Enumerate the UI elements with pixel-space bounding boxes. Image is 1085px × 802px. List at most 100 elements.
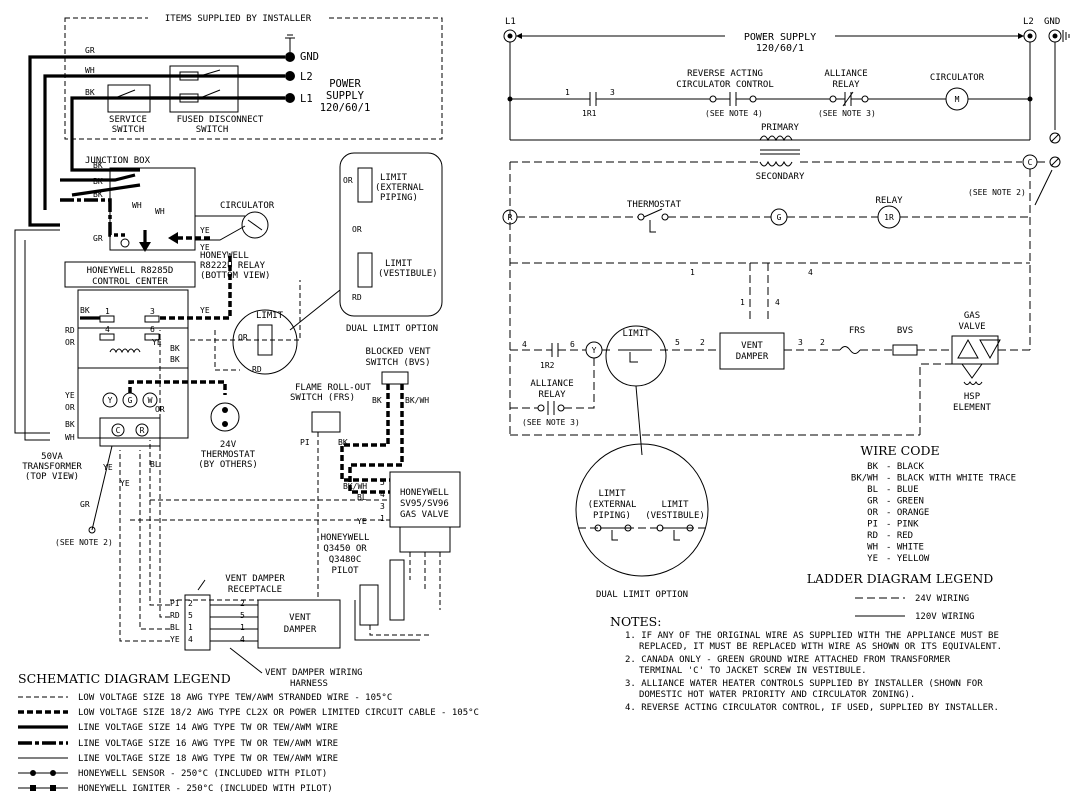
rung-pin-3: 3 (610, 88, 615, 97)
wire-code-name-6: - RED (886, 531, 913, 541)
power-label-3: 120/60/1 (320, 102, 371, 114)
ladder-ves-limit-1: LIMIT (661, 500, 689, 510)
wire-code-5: PI (867, 520, 878, 530)
junction-box-label: JUNCTION BOX (85, 156, 151, 166)
vd-pin-1: 1 (188, 623, 193, 632)
relay-pin-3: 3 (150, 307, 155, 316)
sv95-gas-valve: HONEYWELL SV95/SV96 GAS VALVE 5 4 3 1 BK… (343, 471, 461, 610)
gv-pin-1: 1 (380, 514, 385, 523)
motor-m-label: M (955, 95, 960, 104)
frs-label-2: SWITCH (FRS) (290, 393, 355, 403)
wire-code-0: BK (867, 462, 878, 472)
wire-label-bk-7: BK (170, 355, 180, 364)
relay-pin-4: 4 (105, 325, 110, 334)
power-label-1: POWER (329, 78, 361, 90)
wire-label-or-4: OR (238, 333, 248, 342)
ladder-r-terminal: R (508, 213, 513, 222)
vd-pin-5b: 5 (240, 611, 245, 620)
vent-pin-1-side: 1 (740, 298, 745, 307)
control-center-label-1: HONEYWELL R8285D (87, 266, 174, 276)
ladder-legend-120v: 120V WIRING (915, 612, 975, 622)
ladder-dual-limit-label: DUAL LIMIT OPTION (596, 590, 688, 600)
see-note-2-right: (SEE NOTE 2) (968, 188, 1026, 197)
legend-item-3: LINE VOLTAGE SIZE 14 AWG TYPE TW OR TEW/… (78, 723, 338, 733)
relay-pin-1: 1 (105, 307, 110, 316)
gnd-terminal (285, 52, 295, 62)
ladder-gnd-label: GND (1044, 17, 1060, 27)
ves-limit-label-2: (VESTIBULE) (378, 269, 438, 279)
junction-box: JUNCTION BOX (85, 156, 246, 252)
reverse-acting-label-2: CIRCULATOR CONTROL (676, 80, 774, 90)
service-switch-label-2: SWITCH (112, 125, 145, 135)
legend-item-4: LINE VOLTAGE SIZE 16 AWG TYPE TW OR TEW/… (78, 739, 338, 749)
ladder-alliance-label-1: ALLIANCE (530, 379, 573, 389)
thermostat: 24V THERMOSTAT (BY OTHERS) (198, 402, 258, 470)
schematic-legend-title: SCHEMATIC DIAGRAM LEGEND (18, 671, 231, 686)
control-center-label-2: CONTROL CENTER (92, 277, 168, 287)
dual-limit-option-box: LIMIT (EXTERNAL PIPING) OR OR LIMIT (VES… (289, 152, 443, 334)
wire-label-rd-3: RD (352, 293, 362, 302)
ladder-circulator-label: CIRCULATOR (930, 73, 985, 83)
pilot-label-3: Q3480C (329, 555, 362, 565)
transformer-body (99, 417, 161, 447)
vent-pin-2b: 2 (820, 338, 825, 347)
ladder-bvs-label: BVS (897, 326, 913, 336)
see-note-2-left: (SEE NOTE 2) (55, 538, 113, 547)
r2-pin-6: 6 (570, 340, 575, 349)
secondary-label: SECONDARY (756, 172, 805, 182)
receptacle-label-1: VENT DAMPER (225, 574, 285, 584)
gas-valve-label-1: HONEYWELL (400, 488, 449, 498)
receptacle-label-2: RECEPTACLE (228, 585, 282, 595)
ladder-l2-label: L2 (1023, 17, 1034, 27)
ladder-vent-label-2: DAMPER (736, 352, 769, 362)
transformer-label-2: TRANSFORMER (22, 462, 82, 472)
l2-terminal (285, 71, 295, 81)
gv-pin-5: 5 (380, 478, 385, 487)
relay-coil-label: 1R (884, 213, 894, 222)
wire-label-or-2: OR (65, 403, 75, 412)
ladder-thermostat-label: THERMOSTAT (627, 200, 682, 210)
wire-label-ye-8: YE (357, 517, 367, 526)
wire-label-gr-1: GR (85, 46, 95, 55)
flame-rollout-switch: FLAME ROLL-OUT SWITCH (FRS) PI BK (170, 383, 371, 601)
relay-label-2: R8222U RELAY (200, 261, 266, 271)
ves-limit-label-1: LIMIT (385, 259, 413, 269)
see-note-4: (SEE NOTE 4) (705, 109, 763, 118)
l1-label: L1 (300, 93, 313, 105)
wire-code-3: GR (867, 497, 878, 507)
ext-limit-label-1: LIMIT (380, 173, 408, 183)
wire-label-bkwh-1: BK/WH (405, 396, 429, 405)
vent-pin-4-side: 4 (775, 298, 780, 307)
wire-code-8: YE (867, 554, 878, 564)
wire-label-ye-4: YE (152, 338, 162, 347)
wire-label-ye-1: YE (200, 226, 210, 235)
note-line-2: REPLACED, IT MUST BE REPLACED WITH WIRE … (639, 642, 1002, 652)
note-line-1: 1. IF ANY OF THE ORIGINAL WIRE AS SUPPLI… (625, 631, 999, 641)
ladder-ext-limit-2: (EXTERNAL (588, 500, 637, 510)
wire-code-name-0: - BLACK (886, 462, 925, 472)
r2-pin-4: 4 (522, 340, 527, 349)
wire-label-rd-2: RD (252, 365, 262, 374)
wire-label-rd-4: RD (170, 611, 180, 620)
ladder-l1-label: L1 (505, 17, 516, 27)
relay-label-3: (BOTTOM VIEW) (200, 271, 270, 281)
vent-pin-5: 5 (675, 338, 680, 347)
wire-label-wh-2: WH (132, 201, 142, 210)
circulator-motor: CIRCULATOR YE YE (200, 201, 275, 252)
thermostat-label-1: 24V (220, 440, 237, 450)
wire-code-name-2: - BLUE (886, 485, 919, 495)
gnd-label: GND (300, 51, 319, 63)
wire-label-bk-10: BK (338, 438, 348, 447)
wire-label-ye-6: YE (103, 463, 113, 472)
wire-label-ye-7: YE (120, 479, 130, 488)
wire-label-bk-2: BK (93, 161, 103, 170)
notes-title: NOTES: (610, 614, 661, 629)
bvs-label-1: BLOCKED VENT (365, 347, 431, 357)
vent-pin-3: 3 (798, 338, 803, 347)
wire-label-bk-4: BK (93, 190, 103, 199)
gas-valve-label-3: GAS VALVE (400, 510, 449, 520)
ladder-gas-label-2: VALVE (958, 322, 985, 332)
